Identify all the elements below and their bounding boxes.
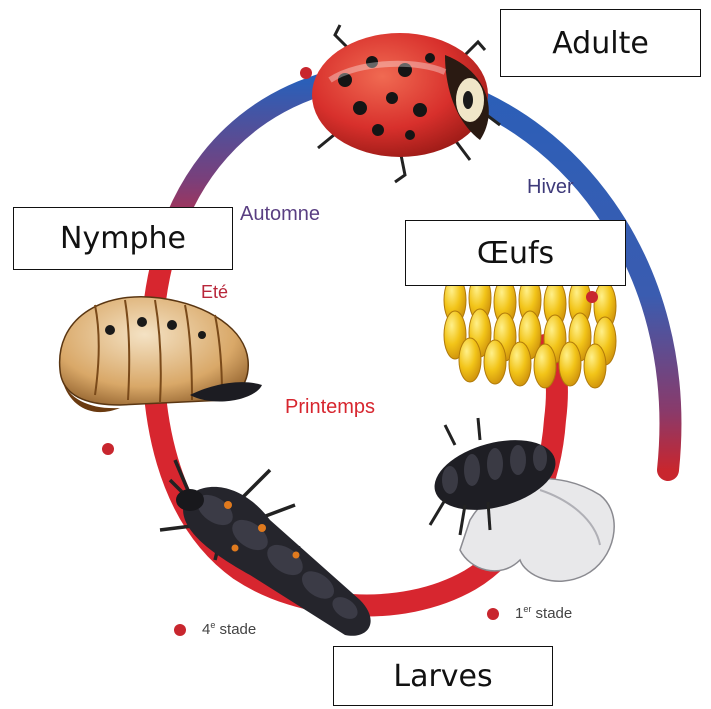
season-spring: Printemps xyxy=(285,396,375,419)
first-stage-word: stade xyxy=(536,605,573,622)
larva-first-stage-illustration xyxy=(427,418,614,581)
season-autumn: Automne xyxy=(240,203,320,226)
first-stage-caption: 1er stade xyxy=(515,604,572,622)
marker-adult xyxy=(300,67,312,79)
ladybug-adult-illustration xyxy=(312,25,500,182)
pupa-illustration xyxy=(60,297,262,412)
marker-first-stage xyxy=(487,608,499,620)
first-stage-suffix: er xyxy=(523,604,531,614)
larva-fourth-stage-illustration xyxy=(160,460,371,636)
season-winter: Hiver xyxy=(527,176,574,199)
marker-eggs xyxy=(586,291,598,303)
fourth-stage-caption: 4e stade xyxy=(202,620,256,638)
fourth-stage-suffix: e xyxy=(210,620,215,630)
eggs-illustration xyxy=(444,274,616,388)
season-summer: Eté xyxy=(201,282,228,303)
marker-pupa xyxy=(102,443,114,455)
label-eggs: Œufs xyxy=(405,220,626,286)
label-larvae: Larves xyxy=(333,646,553,706)
label-adult: Adulte xyxy=(500,9,701,77)
fourth-stage-word: stade xyxy=(220,621,257,638)
marker-fourth-stage xyxy=(174,624,186,636)
label-pupa: Nymphe xyxy=(13,207,233,270)
